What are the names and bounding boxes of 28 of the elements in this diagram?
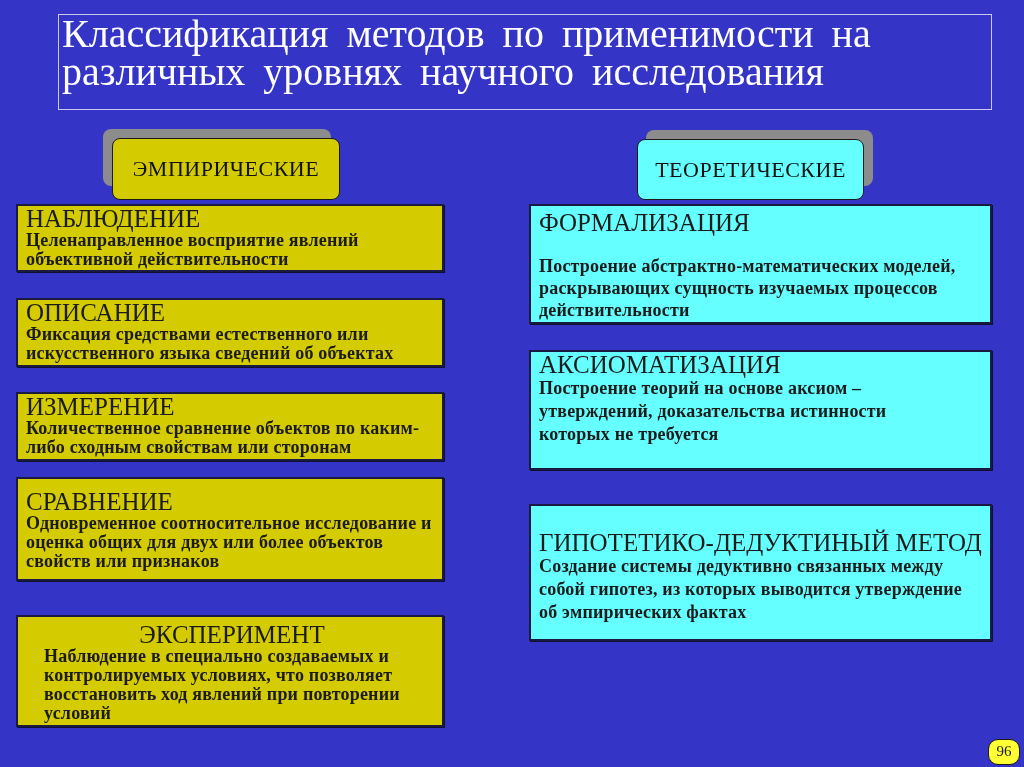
method-title: АКСИОМАТИЗАЦИЯ — [539, 352, 781, 377]
method-box — [529, 504, 992, 641]
method-title: СРАВНЕНИЕ — [26, 489, 173, 514]
method-description: Построение теорий на основе аксиом – утверждений, доказательства истинности которых не требуется — [539, 378, 888, 446]
method-box — [16, 204, 444, 272]
method-title: ФОРМАЛИЗАЦИЯ — [539, 210, 750, 235]
category-header — [637, 130, 873, 200]
method-description: Целенаправленное восприятие явлений объективной действительности — [26, 231, 360, 269]
category-title: ТЕОРЕТИЧЕСКИЕ — [655, 156, 846, 183]
category-title: ЭМПИРИЧЕСКИЕ — [132, 156, 320, 182]
method-box — [16, 477, 444, 581]
method-box — [16, 615, 444, 727]
method-description: Фиксация средствами естественного или искусственного языка сведений об объектах — [26, 325, 395, 363]
method-title: ОПИСАНИЕ — [26, 300, 166, 325]
method-title: ИЗМЕРЕНИЕ — [26, 394, 175, 419]
method-box — [16, 392, 444, 461]
method-title: ЭКСПЕРИМЕНТ — [139, 622, 325, 647]
method-box — [16, 298, 444, 367]
method-description: Создание системы дедуктивно связанных между собой гипотез, из которых выводится утверждение об эмпирических фактах — [539, 556, 963, 624]
method-title: ГИПОТЕТИКО-ДЕДУКТИНЫЙ МЕТОД — [539, 530, 982, 555]
method-description: Наблюдение в специально создаваемых и контролируемых условиях, что позволяет восстановить ход явлений при повторении условий — [44, 647, 401, 723]
method-description: Количественное сравнение объектов по каким-либо сходным свойствам или сторонам — [26, 419, 421, 457]
method-box — [529, 204, 992, 324]
method-description: Построение абстрактно-математических моделей, раскрывающих сущность изучаемых процессов действительности — [539, 255, 957, 321]
category-header — [103, 129, 340, 200]
page-number: 96 — [988, 739, 1020, 765]
method-description: Одновременное соотносительное исследование и оценка общих для двух или более объектов свойств или признаков — [26, 514, 433, 571]
method-box — [529, 350, 992, 470]
